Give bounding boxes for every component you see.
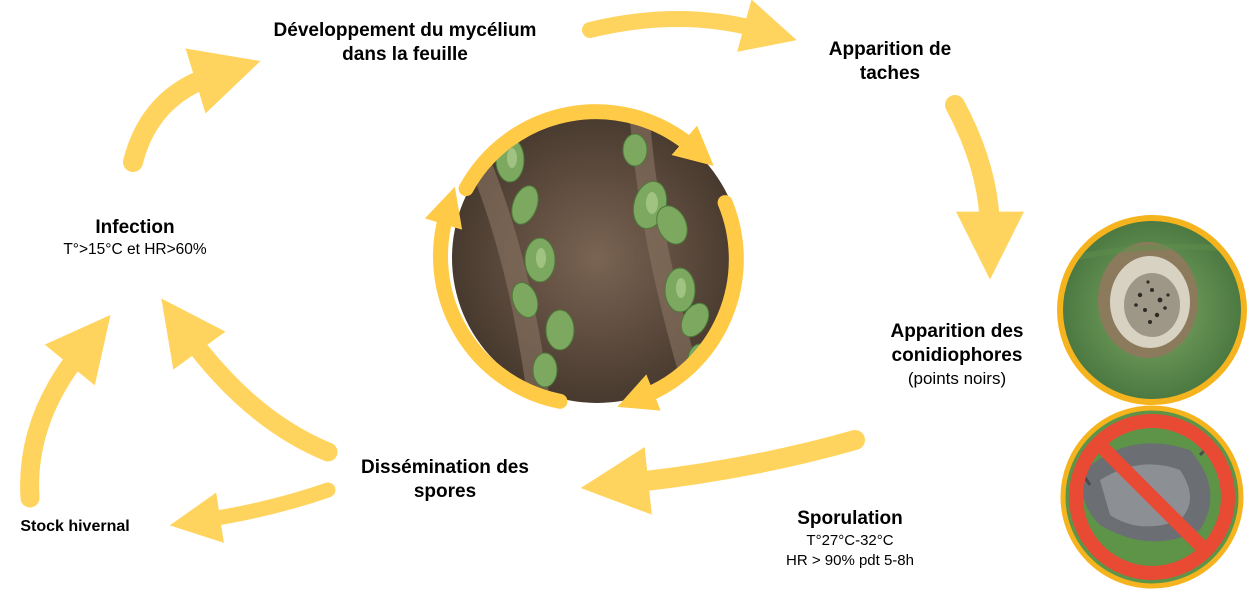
- stage-apparition-line1: Apparition de: [828, 39, 952, 60]
- stage-developpement: Développement du mycélium dans la feuill…: [250, 19, 560, 67]
- stage-conidiophores-line2: conidiophores: [891, 344, 1023, 366]
- stage-stock-hivernal: Stock hivernal: [0, 517, 150, 537]
- stage-sporulation-cond2: HR > 90% pdt 5-8h: [786, 552, 914, 569]
- stage-dissemination-line1: Dissémination des: [361, 457, 529, 478]
- stage-dissemination-line2: spores: [413, 480, 477, 502]
- stage-infection-condition: T°>15°C et HR>60%: [63, 240, 207, 258]
- stage-conidiophores-line1: Apparition des: [890, 321, 1024, 342]
- stage-sporulation: Sporulation T°27°C-32°C HR > 90% pdt 5-8…: [740, 507, 960, 571]
- stage-developpement-line1: Développement du mycélium: [273, 20, 537, 41]
- stage-dissemination: Dissémination des spores: [330, 456, 560, 504]
- stage-apparition-line2: taches: [859, 62, 921, 84]
- stage-developpement-line2: dans la feuille: [342, 43, 468, 65]
- stage-infection-title: Infection: [95, 217, 175, 238]
- stage-sporulation-title: Sporulation: [797, 508, 903, 529]
- leaf-lesion-photo: [1057, 215, 1247, 405]
- prohibited-leaf-photo: [1060, 405, 1244, 589]
- cycle-flow-arrows: [20, 0, 1024, 543]
- cycle-arrows: [424, 104, 744, 411]
- stage-apparition-taches: Apparition de taches: [805, 38, 975, 86]
- stage-conidiophores: Apparition des conidiophores (points noi…: [862, 320, 1052, 389]
- stage-conidiophores-note: (points noirs): [907, 368, 1007, 388]
- stage-stock-title: Stock hivernal: [20, 518, 130, 535]
- stage-sporulation-cond1: T°27°C-32°C: [806, 531, 894, 549]
- stage-infection: Infection T°>15°C et HR>60%: [20, 216, 250, 259]
